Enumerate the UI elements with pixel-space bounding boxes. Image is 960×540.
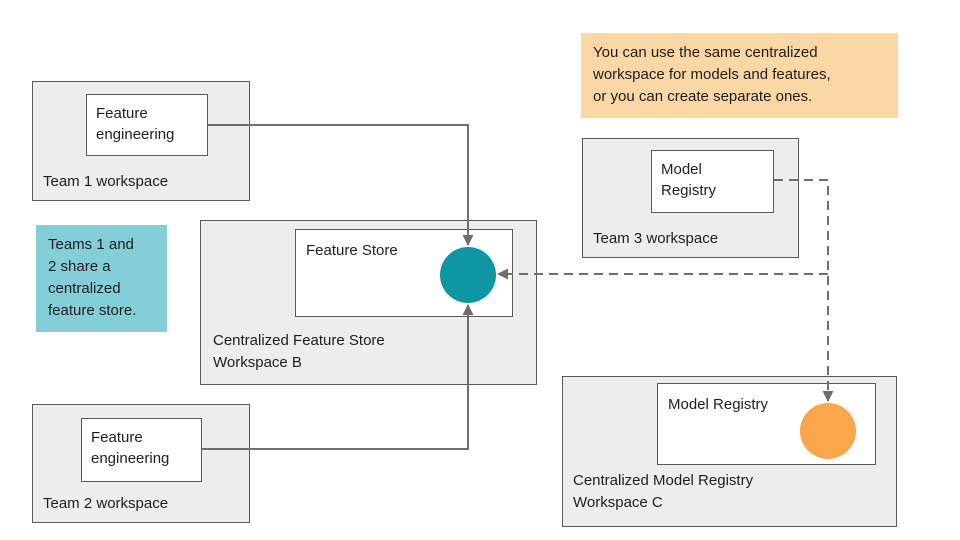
teal-note: Teams 1 and 2 share a centralized featur…	[36, 225, 167, 332]
team3-workspace-label: Team 3 workspace	[593, 230, 719, 247]
team1-workspace-box: Feature engineering Team 1 workspace	[32, 81, 250, 201]
workspace-b-label: Centralized Feature Store Workspace B	[213, 332, 385, 371]
team1-workspace-label: Team 1 workspace	[43, 173, 169, 190]
team3-workspace-box: Model Registry Team 3 workspace	[582, 138, 799, 258]
workspace-c-box: Model Registry Centralized Model Registr…	[562, 376, 897, 527]
team2-feature-engineering-box: Feature engineering	[81, 418, 202, 482]
team1-feature-engineering-box: Feature engineering	[86, 94, 208, 156]
workspace-b-box: Feature Store Centralized Feature Store …	[200, 220, 537, 385]
feature-store-box: Feature Store	[295, 229, 513, 317]
workspace-c-label: Centralized Model Registry Workspace C	[573, 472, 754, 511]
team2-workspace-box: Feature engineering Team 2 workspace	[32, 404, 250, 523]
model-registry-box: Model Registry	[657, 383, 876, 465]
team2-workspace-label: Team 2 workspace	[43, 495, 169, 512]
team3-model-registry-box: Model Registry	[651, 150, 774, 213]
orange-note: You can use the same centralized workspa…	[581, 33, 898, 118]
